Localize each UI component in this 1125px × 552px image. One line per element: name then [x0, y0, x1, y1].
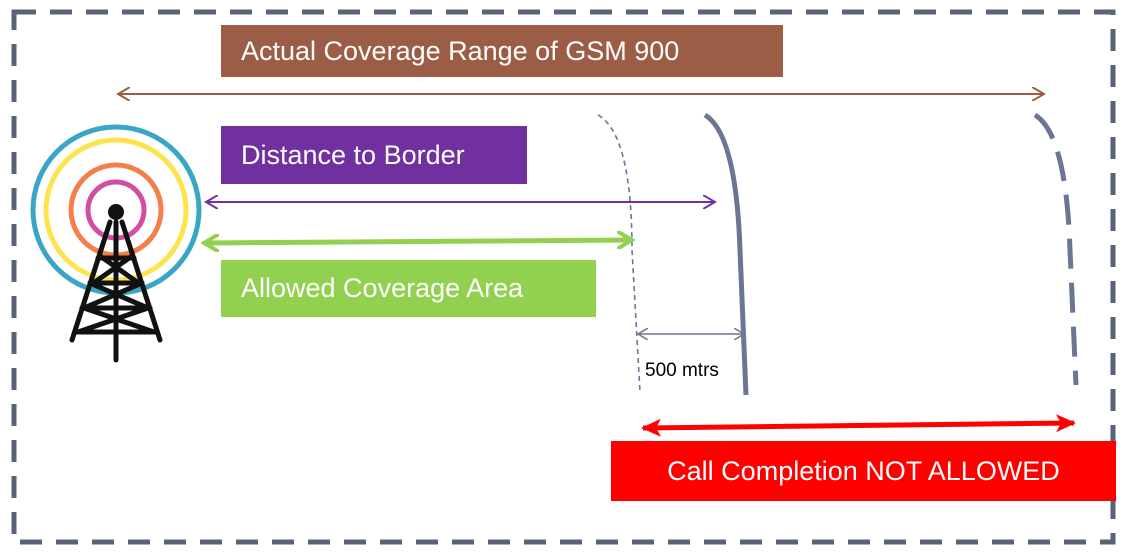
distance-to-border-label: Distance to Border — [221, 126, 527, 184]
allowed-boundary-curve — [597, 114, 641, 393]
actual-coverage-label: Actual Coverage Range of GSM 900 — [221, 25, 783, 77]
actual-range-boundary-curve — [1033, 112, 1079, 386]
allowed-coverage-label: Allowed Coverage Area — [221, 260, 596, 317]
allowed-coverage-arrow — [204, 240, 632, 243]
gap-distance-label: 500 mtrs — [645, 360, 719, 381]
dashed-frame — [11, 9, 1116, 545]
radio-tower-icon — [30, 124, 202, 363]
call-not-allowed-label: Call Completion NOT ALLOWED — [611, 441, 1116, 501]
call-not-allowed-arrow — [641, 414, 1076, 437]
border-line-curve — [703, 112, 749, 396]
